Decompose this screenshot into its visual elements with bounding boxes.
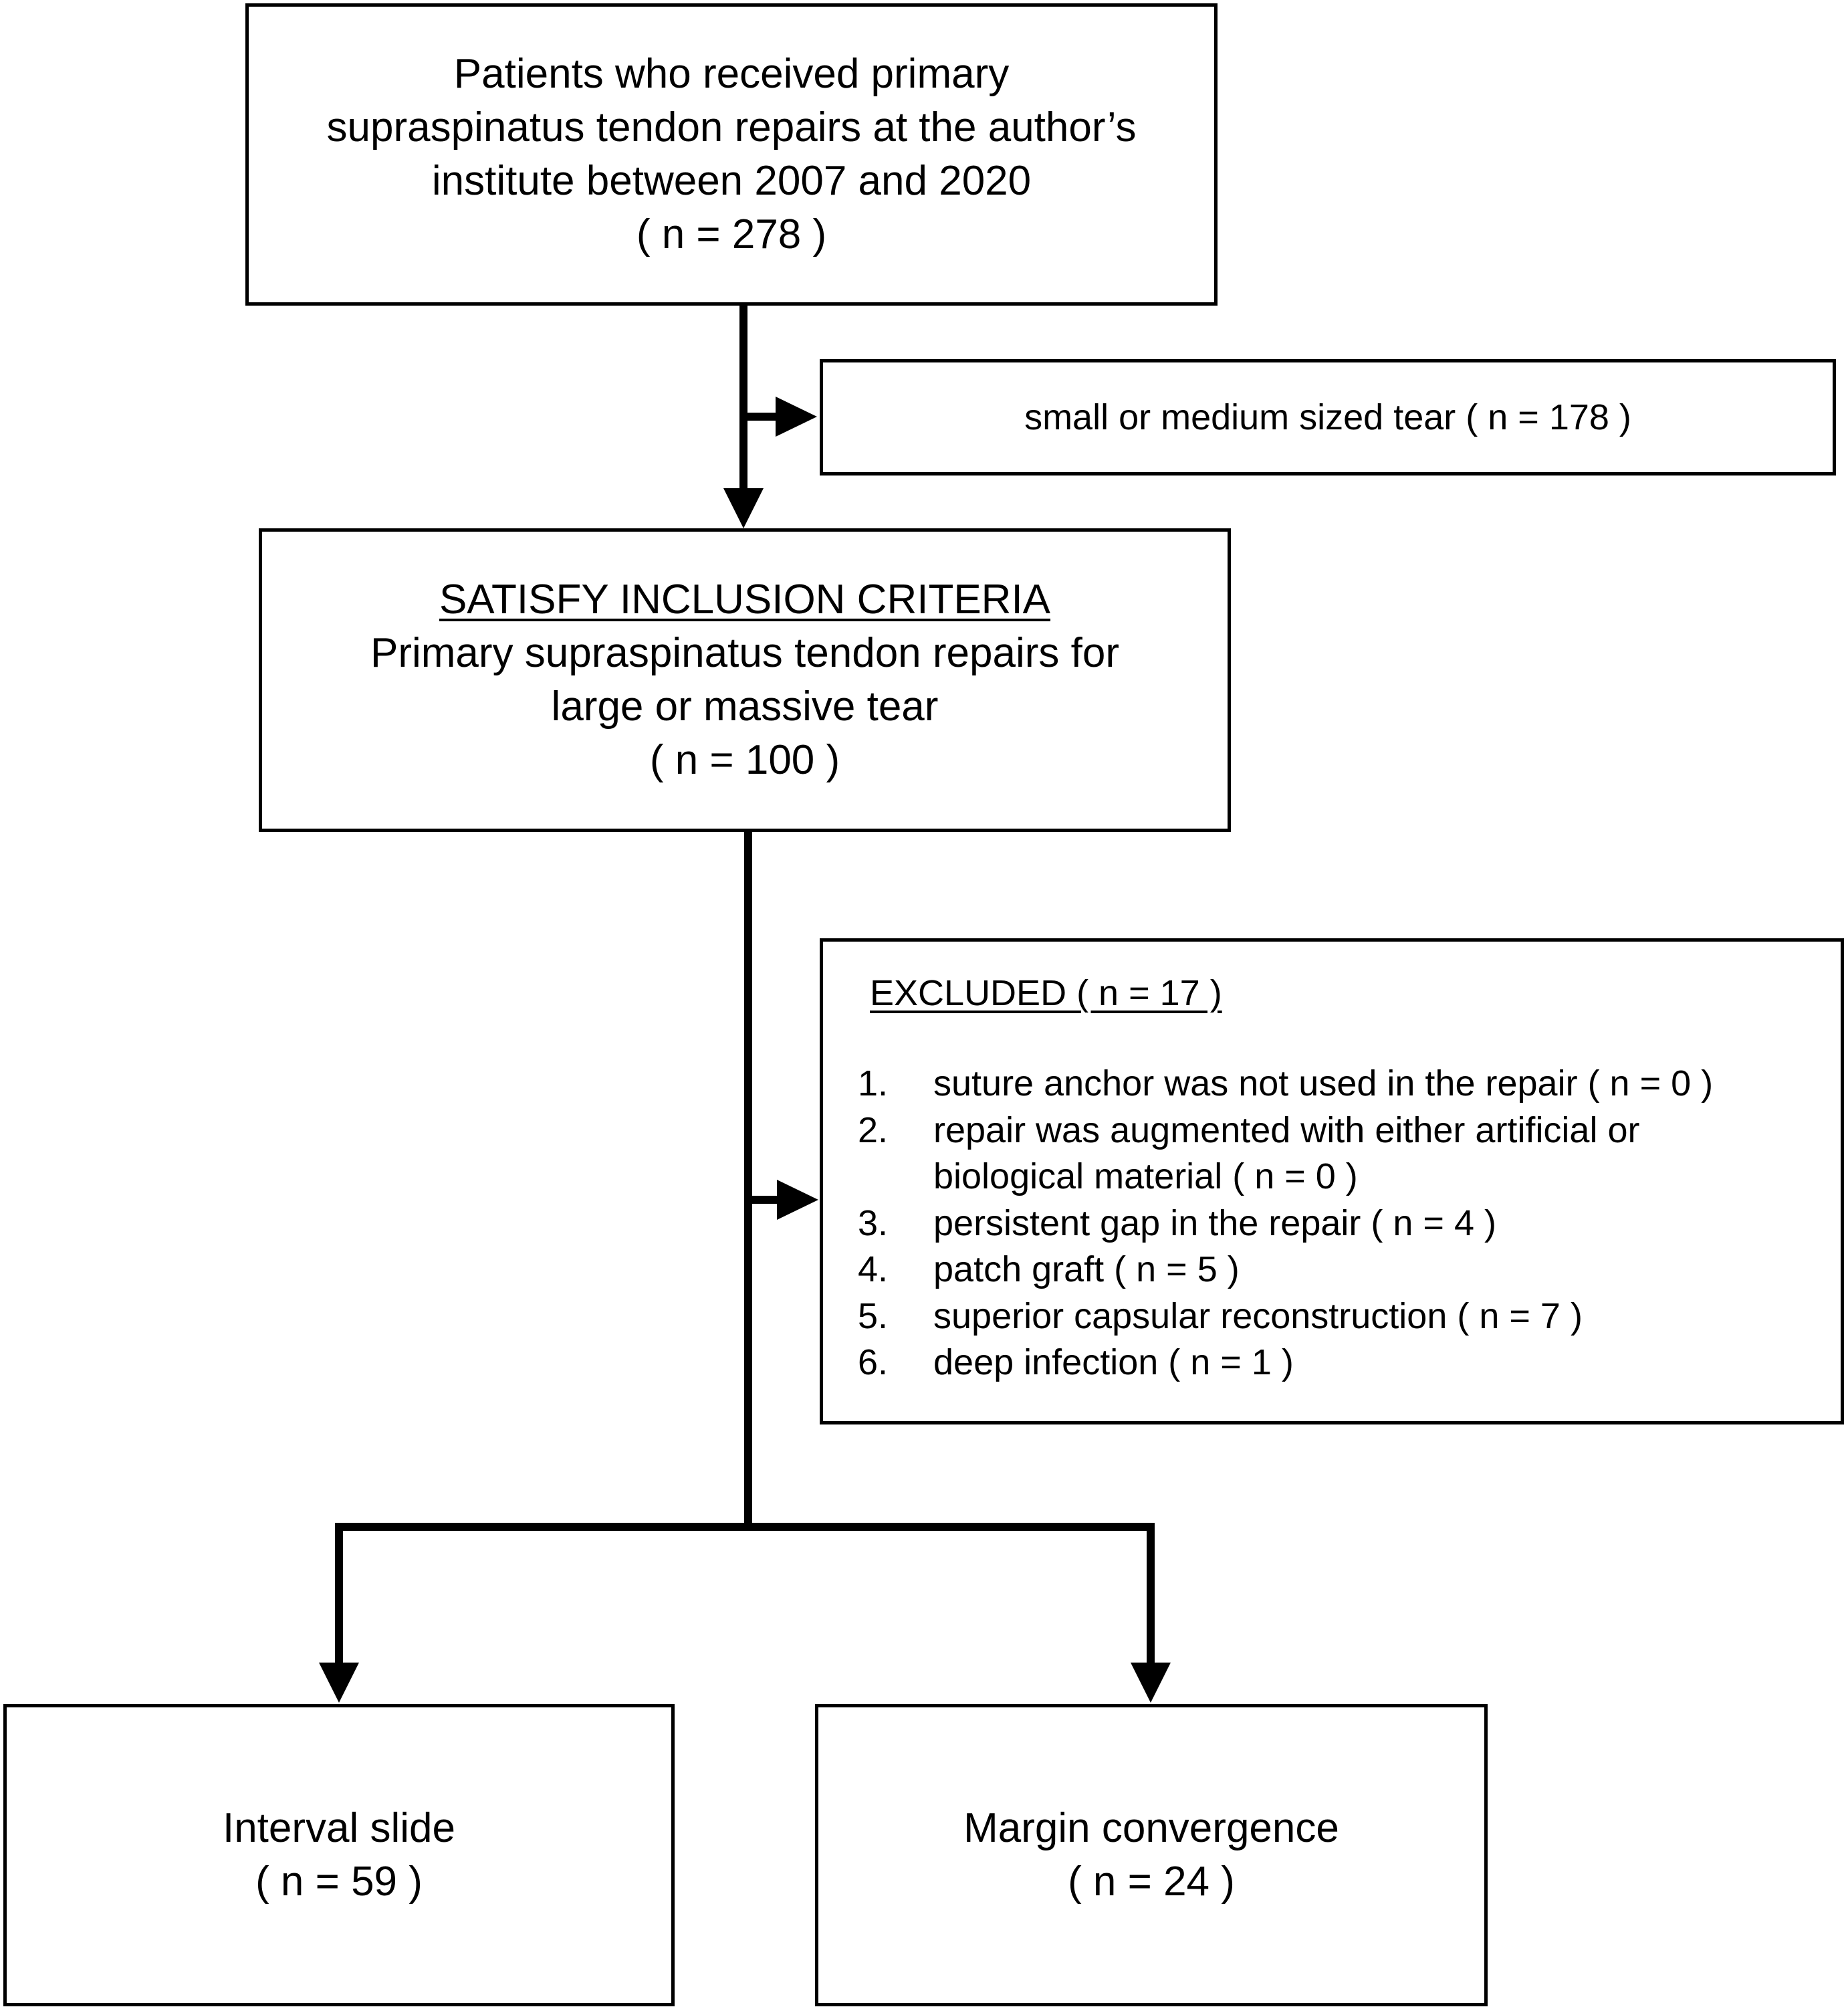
exclusion-text: deep infection ( n = 1 ) bbox=[933, 1342, 1294, 1382]
source-count: ( n = 278 ) bbox=[636, 211, 827, 257]
small-medium-tear-text: small or medium sized tear ( n = 178 ) bbox=[1024, 397, 1631, 437]
exclusion-number: 4. bbox=[858, 1249, 889, 1289]
interval-slide-label: Interval slide bbox=[222, 1805, 456, 1851]
arrowhead-down-margin bbox=[1131, 1663, 1171, 1703]
inclusion-count: ( n = 100 ) bbox=[649, 737, 840, 783]
exclusion-item: 5. superior capsular reconstruction ( n … bbox=[858, 1293, 1713, 1340]
arrowhead-right-excluded bbox=[777, 1180, 818, 1220]
inclusion-line-2: large or massive tear bbox=[551, 683, 939, 730]
exclusion-text: superior capsular reconstruction ( n = 7… bbox=[933, 1295, 1583, 1336]
exclusion-text: repair was augmented with either artific… bbox=[933, 1109, 1640, 1197]
source-line-1: Patients who received primary bbox=[453, 51, 1010, 97]
exclusion-item: 3. persistent gap in the repair ( n = 4 … bbox=[858, 1200, 1713, 1247]
exclusion-text: persistent gap in the repair ( n = 4 ) bbox=[933, 1202, 1496, 1243]
margin-convergence-box: Margin convergence ( n = 24 ) bbox=[815, 1704, 1488, 2006]
exclusion-text: patch graft ( n = 5 ) bbox=[933, 1249, 1240, 1289]
arrowhead-down-inclusion bbox=[723, 488, 764, 528]
exclusion-item: 4. patch graft ( n = 5 ) bbox=[858, 1247, 1713, 1293]
exclusion-list: 1. suture anchor was not used in the rep… bbox=[858, 1061, 1713, 1386]
inclusion-criteria-box: SATISFY INCLUSION CRITERIA Primary supra… bbox=[259, 528, 1231, 832]
source-line-3: institute between 2007 and 2020 bbox=[431, 158, 1032, 204]
exclusion-item: 6. deep infection ( n = 1 ) bbox=[858, 1340, 1713, 1386]
exclusion-item: 1. suture anchor was not used in the rep… bbox=[858, 1061, 1713, 1107]
margin-convergence-count: ( n = 24 ) bbox=[1068, 1859, 1235, 1905]
arrowhead-down-slide bbox=[319, 1663, 359, 1703]
small-medium-tear-box: small or medium sized tear ( n = 178 ) bbox=[820, 359, 1836, 475]
exclusion-item: 2. repair was augmented with either arti… bbox=[858, 1107, 1713, 1200]
source-line-2: supraspinatus tendon repairs at the auth… bbox=[326, 104, 1137, 150]
margin-convergence-label: Margin convergence bbox=[963, 1805, 1339, 1851]
exclusion-number: 1. bbox=[858, 1063, 889, 1103]
interval-slide-box: Interval slide ( n = 59 ) bbox=[3, 1704, 675, 2006]
excluded-box: EXCLUDED ( n = 17 ) 1. suture anchor was… bbox=[820, 938, 1844, 1424]
source-population-box: Patients who received primary supraspina… bbox=[245, 3, 1218, 306]
exclusion-text: suture anchor was not used in the repair… bbox=[933, 1063, 1714, 1103]
arrowhead-right-small bbox=[776, 397, 817, 437]
exclusion-number: 6. bbox=[858, 1342, 889, 1382]
inclusion-line-1: Primary supraspinatus tendon repairs for bbox=[370, 630, 1119, 676]
exclusion-number: 2. bbox=[858, 1109, 889, 1150]
exclusion-number: 3. bbox=[858, 1202, 889, 1243]
excluded-heading: EXCLUDED ( n = 17 ) bbox=[870, 973, 1222, 1013]
interval-slide-count: ( n = 59 ) bbox=[255, 1859, 423, 1905]
exclusion-number: 5. bbox=[858, 1295, 889, 1336]
inclusion-heading: SATISFY INCLUSION CRITERIA bbox=[439, 576, 1051, 623]
